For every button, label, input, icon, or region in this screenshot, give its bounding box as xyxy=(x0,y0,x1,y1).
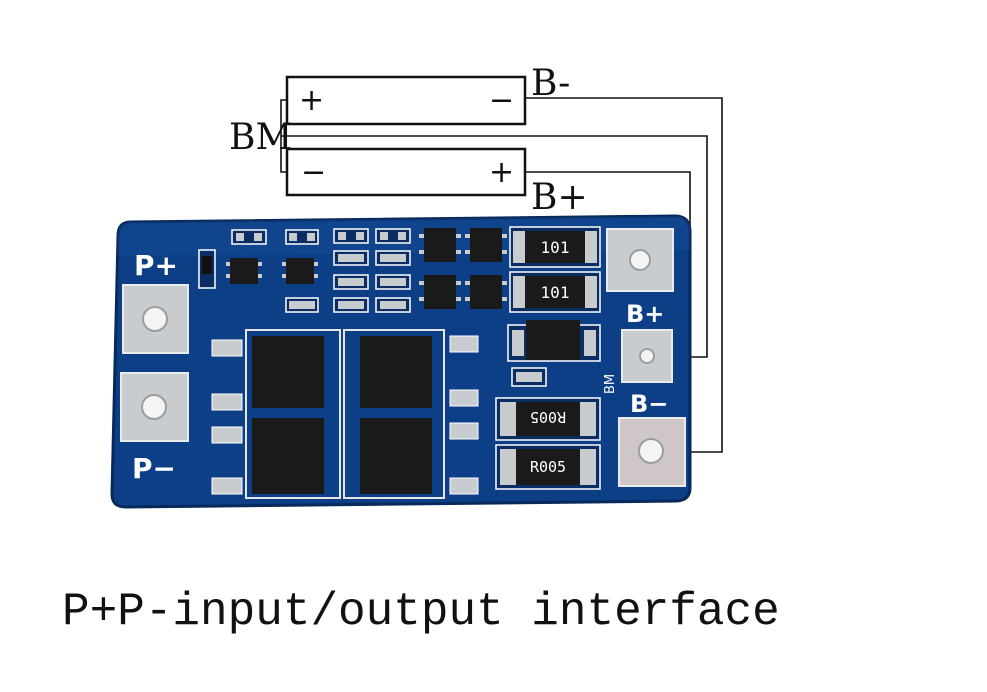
pad-bm xyxy=(621,329,673,383)
pad-b-plus xyxy=(606,228,674,292)
bm-label: BM xyxy=(229,117,292,158)
caption: P+P-input/output interface xyxy=(62,586,780,638)
shunt-r005-top: R005 xyxy=(495,397,601,441)
pad-b-minus xyxy=(618,417,686,487)
smd-components xyxy=(198,228,507,313)
b-plus-silk: B+ xyxy=(626,300,664,328)
resistor-101-bottom-label: 101 xyxy=(541,283,570,302)
bm-silk: BM xyxy=(603,374,618,394)
pad-p-minus xyxy=(120,372,189,442)
resistor-101-top-label: 101 xyxy=(541,238,570,257)
battery-top: + − xyxy=(285,75,527,126)
pad-p-plus xyxy=(122,284,189,354)
resistor-101-bottom: 101 xyxy=(509,271,601,313)
battery-top-minus: − xyxy=(489,83,514,118)
shunt-r005-top-label: R005 xyxy=(530,408,566,426)
p-plus-silk: P+ xyxy=(134,249,178,282)
mosfets xyxy=(211,329,479,499)
shunt-r005-bottom: R005 xyxy=(495,444,601,490)
battery-top-plus: + xyxy=(299,83,324,118)
shunt-r005-bottom-label: R005 xyxy=(530,458,566,476)
b-minus-silk: B− xyxy=(630,390,668,418)
resistor-101-top: 101 xyxy=(509,226,601,268)
b-minus-label: B- xyxy=(531,63,570,104)
b-plus-label: B+ xyxy=(531,177,588,218)
p-minus-silk: P− xyxy=(132,452,176,485)
protection-chip xyxy=(507,320,601,387)
battery-bottom: − + xyxy=(285,147,527,197)
battery-bottom-plus: + xyxy=(489,155,514,190)
battery-bottom-minus: − xyxy=(301,155,326,190)
